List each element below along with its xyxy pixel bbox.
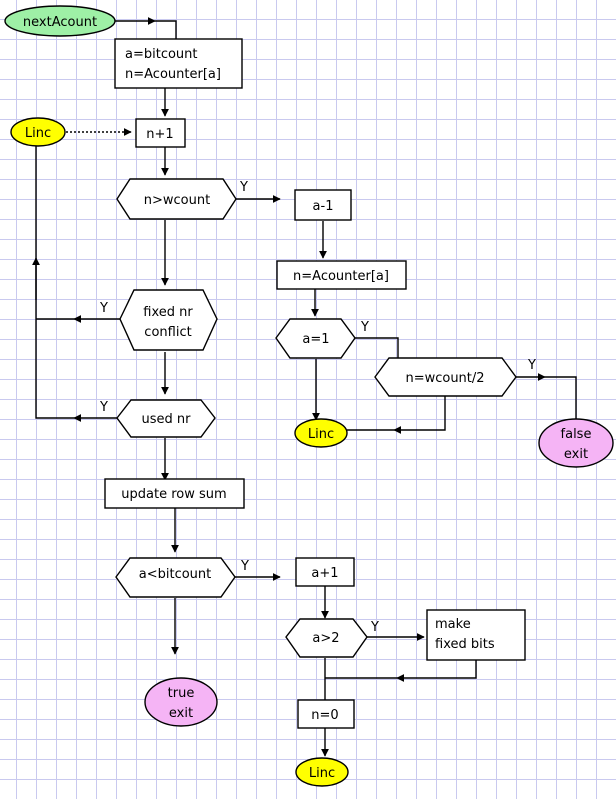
make-fixed-line2: fixed bits [435, 637, 495, 652]
a-eq-1-decision: a=1 [275, 318, 356, 359]
a-plus-1-process: a+1 [295, 557, 355, 587]
n-acounter-label: n=Acounter[a] [293, 269, 389, 284]
false-exit-line1: false [561, 427, 592, 442]
linc-left-node: Linc [10, 117, 66, 147]
a-plus-1-label: a+1 [311, 566, 338, 581]
n-acounter-process: n=Acounter[a] [276, 260, 407, 290]
linc-mid-node: Linc [294, 418, 348, 448]
linc-left-label: Linc [25, 126, 51, 141]
connectors [32, 17, 577, 757]
n-eq-0-label: n=0 [311, 708, 338, 723]
y-label-a-gt-2: Y [370, 620, 379, 635]
line-loop-left-2 [35, 146, 74, 419]
n-wcount-half-decision: n=wcount/2 [374, 357, 517, 397]
make-fixed-line1: make [435, 617, 471, 632]
n-gt-wcount-label: n>wcount [144, 193, 210, 208]
make-fixed-bits-process: make fixed bits [426, 609, 526, 661]
y-label-a-eq-1: Y [360, 320, 369, 335]
false-exit-line2: exit [564, 447, 588, 462]
linc-bottom-label: Linc [309, 766, 335, 781]
arrow-aeq1-yes [354, 337, 399, 358]
used-nr-label: used nr [142, 412, 192, 427]
a-minus-1-label: a-1 [313, 199, 334, 214]
n-plus-1-label: n+1 [146, 127, 173, 142]
start-terminator [4, 5, 116, 37]
true-exit-line2: exit [169, 706, 193, 721]
linc-mid-label: Linc [308, 427, 334, 442]
init-line1: a=bitcount [125, 47, 198, 62]
true-exit-terminator [144, 677, 218, 727]
linc-left-connector [10, 117, 66, 147]
a-gt-2-label: a>2 [312, 631, 339, 646]
used-nr-decision: used nr [116, 399, 216, 438]
y-label-fixed-nr: Y [99, 301, 108, 316]
n-wcount-half-label: n=wcount/2 [405, 371, 484, 386]
update-row-sum-label: update row sum [121, 487, 226, 502]
a-lt-bitcount-decision: a<bitcount [115, 557, 236, 598]
update-row-sum-process: update row sum [104, 478, 245, 509]
line-to-false-exit [545, 376, 577, 420]
arrow-nwcount-no-to-linc [393, 396, 446, 434]
init-line2: n=Acounter[a] [125, 67, 221, 82]
line-start-elbow [155, 20, 177, 39]
n-gt-wcount-decision: n>wcount [116, 178, 237, 220]
init-process: a=bitcount n=Acounter[a] [114, 38, 243, 89]
a-minus-1-process: a-1 [294, 189, 352, 221]
true-exit-line1: true [168, 686, 195, 701]
linc-bottom-connector [295, 757, 349, 787]
y-label-n-gt-wcount: Y [239, 180, 248, 195]
y-label-a-lt-bitcount: Y [240, 559, 249, 574]
y-label-n-wcount-half: Y [527, 358, 536, 373]
fixed-nr-line2: conflict [144, 325, 191, 340]
n-eq-0-process: n=0 [297, 699, 355, 729]
a-eq-1-label: a=1 [302, 332, 329, 347]
n-plus-1-process: n+1 [135, 118, 186, 148]
fixed-nr-decision: fixed nr conflict [119, 289, 218, 351]
false-exit-node: false exit [538, 418, 614, 468]
a-lt-bitcount-label: a<bitcount [139, 567, 212, 582]
y-label-used-nr: Y [99, 400, 108, 415]
true-exit-node: true exit [144, 677, 218, 727]
start-label: nextAcount [23, 15, 97, 30]
arrow-makefixed-to-join [396, 660, 477, 682]
fixed-nr-line1: fixed nr [143, 305, 193, 320]
linc-mid-connector [294, 418, 348, 448]
a-gt-2-decision: a>2 [285, 618, 368, 658]
false-exit-terminator [538, 418, 614, 468]
start-node: nextAcount [4, 5, 116, 37]
linc-bottom-node: Linc [295, 757, 349, 787]
